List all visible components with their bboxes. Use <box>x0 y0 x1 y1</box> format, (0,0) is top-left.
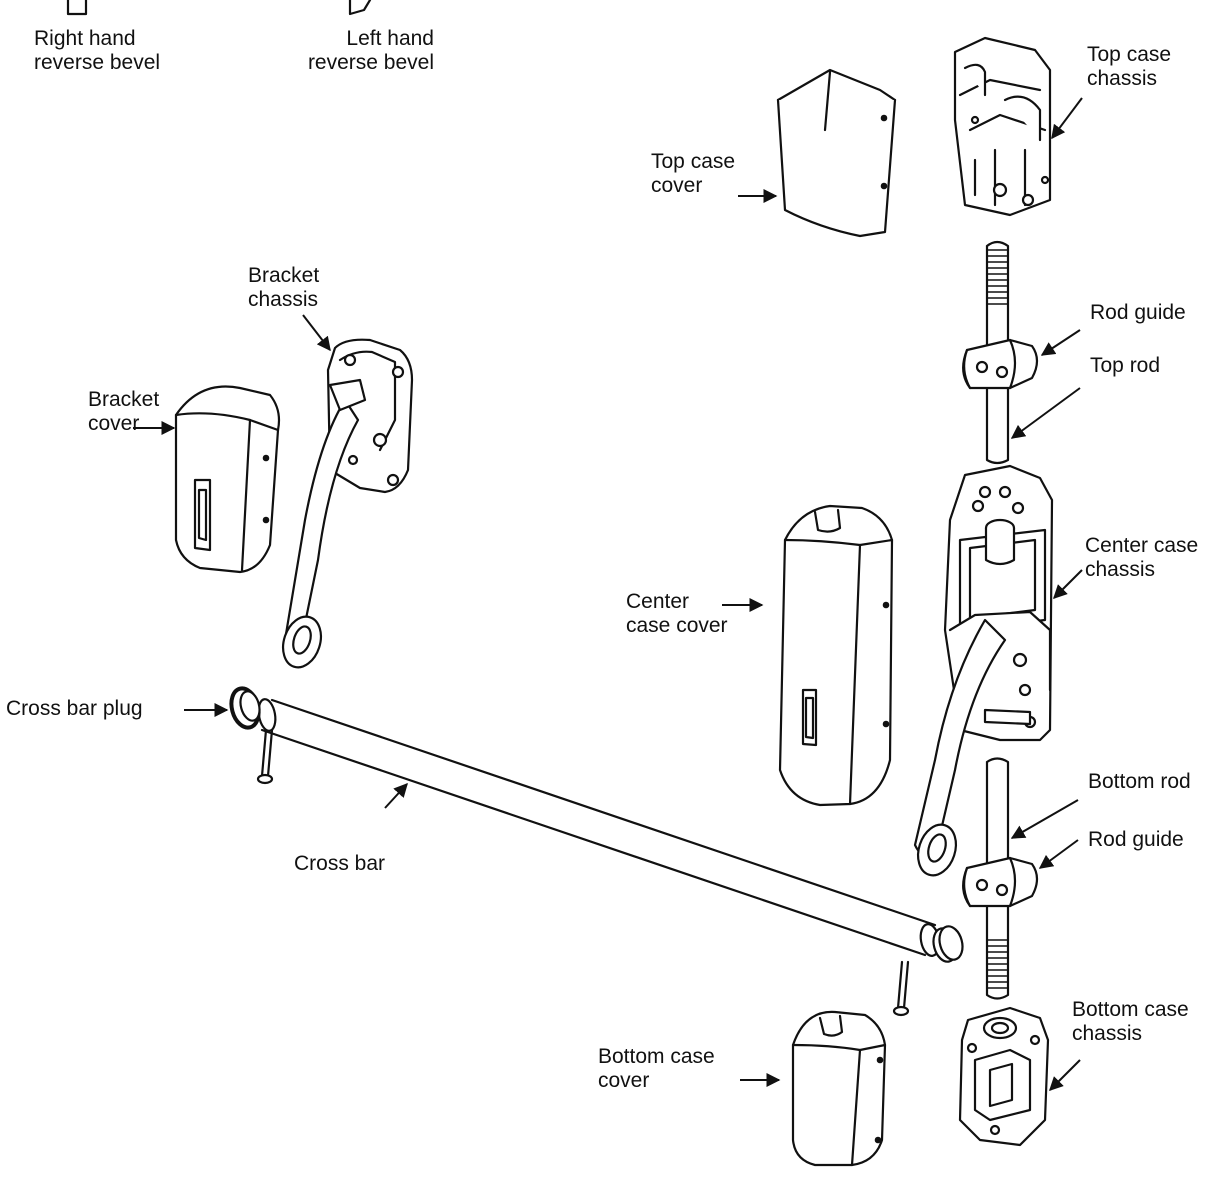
rod-guide-bottom-label: Rod guide <box>1088 828 1184 851</box>
top-rod-label: Top rod <box>1090 354 1161 377</box>
rod-guide-bottom <box>962 856 1039 908</box>
leader-arrows <box>133 97 1083 1091</box>
rod-guide-top <box>962 338 1039 390</box>
bracket-cover <box>174 385 281 574</box>
top-case-cover <box>776 68 897 238</box>
bottom-rod-label: Bottom rod <box>1088 770 1191 793</box>
bottom-case-chassis <box>958 1006 1050 1147</box>
top-case-chassis <box>953 36 1052 217</box>
center-case-cover <box>778 504 894 807</box>
bottom-case-cover <box>791 1010 887 1167</box>
cross-bar-plug-right <box>932 925 964 963</box>
cross-bar-label: Cross bar <box>294 852 386 875</box>
center-case-chassis <box>913 464 1054 877</box>
cross-bar-plug-label: Cross bar plug <box>6 697 143 720</box>
rod-guide-top-label: Rod guide <box>1090 301 1186 324</box>
right-hand-bevel-icon <box>66 0 88 16</box>
screw-right <box>892 960 910 1017</box>
bracket-chassis <box>281 338 414 669</box>
cross-bar-plug-left <box>229 686 261 730</box>
screw-left <box>256 728 274 785</box>
left-hand-bevel-icon <box>348 0 372 16</box>
